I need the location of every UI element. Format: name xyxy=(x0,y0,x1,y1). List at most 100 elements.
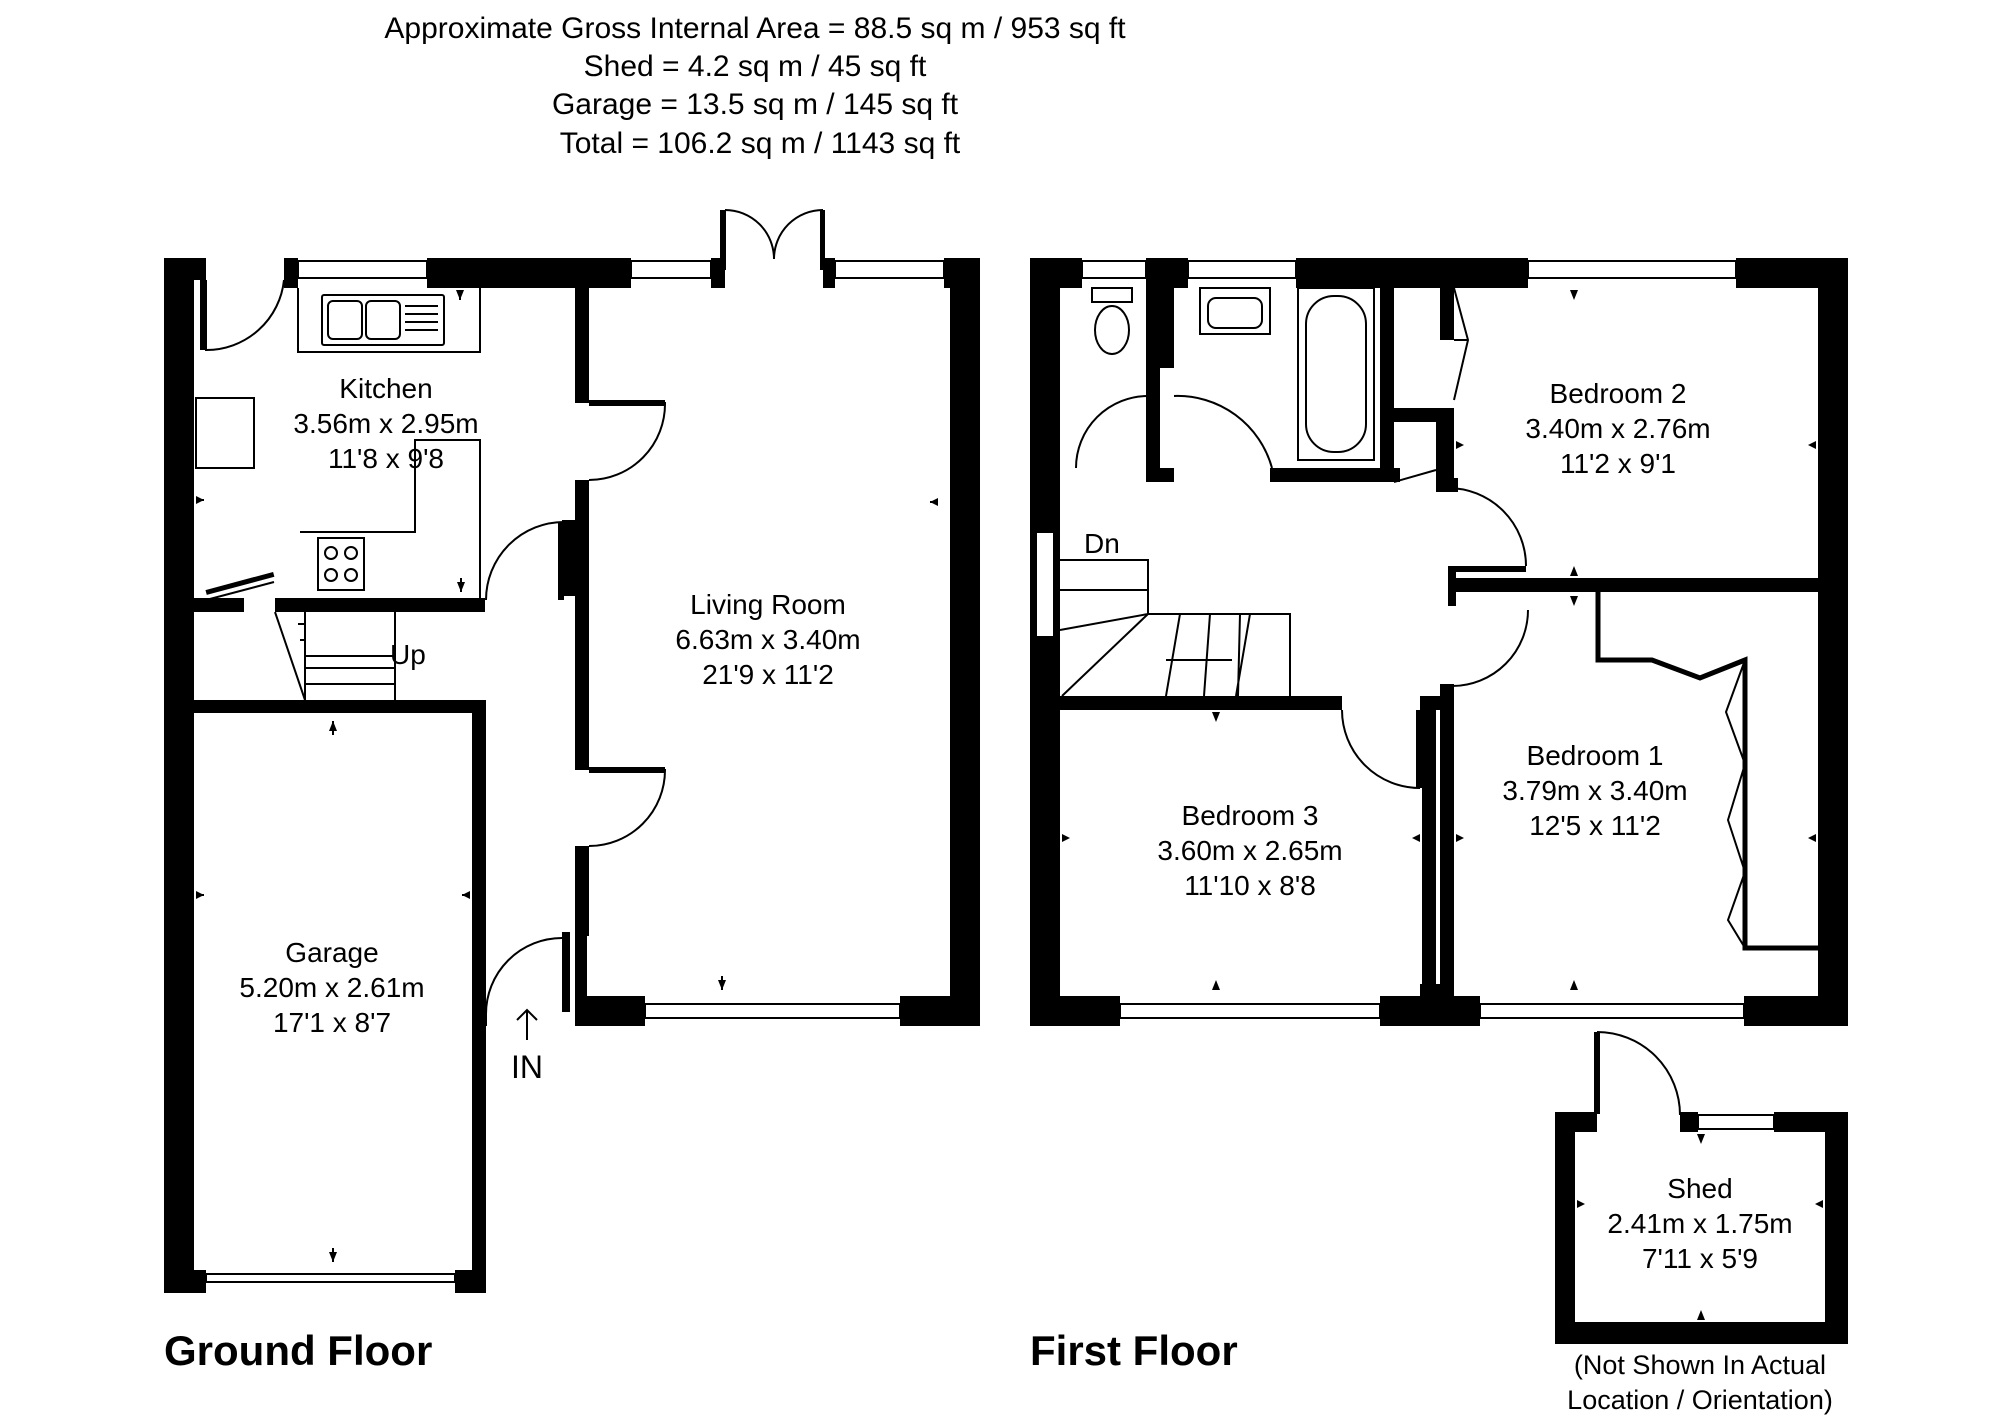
wall xyxy=(284,258,298,288)
window xyxy=(644,1003,901,1019)
wall xyxy=(1146,288,1160,468)
living-door xyxy=(588,402,667,481)
area-summary-total: Total = 106.2 sq m / 1143 sq ft xyxy=(560,127,961,160)
window xyxy=(1119,1003,1381,1019)
wall xyxy=(1440,288,1454,340)
wall xyxy=(575,846,589,936)
front-door xyxy=(485,937,563,1015)
bedroom1-metric: 3.79m x 3.40m xyxy=(1502,775,1687,806)
bedroom2-door xyxy=(1447,487,1527,567)
shed-door xyxy=(1596,1031,1681,1116)
entrance-arrow-icon xyxy=(516,1008,538,1040)
bedroom3-door xyxy=(1341,709,1421,789)
wall xyxy=(1296,258,1528,288)
door-leaf xyxy=(200,280,206,350)
wall xyxy=(1030,996,1120,1026)
dimension-markers xyxy=(196,290,938,1262)
window xyxy=(1479,1003,1745,1019)
window xyxy=(1035,531,1055,638)
living-room-imperial: 21'9 x 11'2 xyxy=(702,659,834,690)
bedroom3-name: Bedroom 3 xyxy=(1182,800,1319,831)
door-leaf xyxy=(1594,1032,1600,1114)
wall xyxy=(575,288,589,403)
wall xyxy=(1160,288,1174,368)
dimension-markers xyxy=(1577,1134,1823,1320)
door-leaf xyxy=(820,210,825,270)
garage-metric: 5.20m x 2.61m xyxy=(239,972,424,1003)
wall xyxy=(900,996,980,1026)
shed-name: Shed xyxy=(1667,1173,1732,1204)
wall xyxy=(275,598,485,612)
garage-imperial: 17'1 x 8'7 xyxy=(273,1007,391,1038)
wall xyxy=(823,258,835,288)
bathroom-door xyxy=(1173,394,1273,469)
wardrobe-doors xyxy=(1453,287,1470,401)
window xyxy=(1187,260,1297,279)
wall xyxy=(1146,258,1188,288)
wall xyxy=(562,520,576,596)
window xyxy=(297,260,428,279)
wall xyxy=(194,700,486,713)
wall xyxy=(575,936,587,1026)
wall xyxy=(1146,468,1174,482)
french-door xyxy=(724,209,824,270)
bedroom3-imperial: 11'10 x 8'8 xyxy=(1184,870,1316,901)
wall xyxy=(1454,578,1818,592)
wall xyxy=(1270,468,1400,482)
wc-door xyxy=(1075,395,1149,469)
garage-name: Garage xyxy=(285,937,378,968)
window xyxy=(1081,260,1147,279)
entrance-label: IN xyxy=(511,1049,543,1085)
stairs-down-label: Dn xyxy=(1084,528,1120,559)
wall xyxy=(1744,996,1848,1026)
ground-floor-plan: Kitchen 3.56m x 2.95m 11'8 x 9'8 Living … xyxy=(164,209,980,1374)
first-floor-plan: Bedroom 2 3.40m x 2.76m 11'2 x 9'1 Bedro… xyxy=(1030,258,1848,1374)
wall xyxy=(194,598,244,612)
sink-icon xyxy=(321,294,445,346)
staircase xyxy=(274,611,396,701)
bedroom2-metric: 3.40m x 2.76m xyxy=(1525,413,1710,444)
wall xyxy=(1555,1322,1848,1344)
door-leaf xyxy=(589,767,665,773)
shed-imperial: 7'11 x 5'9 xyxy=(1642,1243,1758,1274)
shed-metric: 2.41m x 1.75m xyxy=(1607,1208,1792,1239)
window xyxy=(1697,1114,1775,1130)
wall xyxy=(1030,258,1082,288)
kitchen-imperial: 11'8 x 9'8 xyxy=(328,443,444,474)
kitchen-door xyxy=(485,521,565,601)
wall xyxy=(1440,684,1454,996)
wall xyxy=(1825,1112,1848,1344)
window xyxy=(630,260,712,279)
window xyxy=(1527,260,1737,279)
wall xyxy=(1818,258,1848,1026)
shed-note: Location / Orientation) xyxy=(1567,1385,1833,1415)
wall xyxy=(1774,1112,1848,1132)
worktop xyxy=(297,288,481,353)
door-leaf xyxy=(562,932,570,1012)
area-summary: Approximate Gross Internal Area = 88.5 s… xyxy=(384,12,1126,160)
wall xyxy=(164,258,194,1293)
living-room-metric: 6.63m x 3.40m xyxy=(675,624,860,655)
cupboard-door xyxy=(1393,469,1437,483)
wall xyxy=(455,1270,486,1293)
wall xyxy=(1380,288,1394,482)
wall xyxy=(1680,1112,1698,1132)
bedroom2-imperial: 11'2 x 9'1 xyxy=(1560,448,1676,479)
bedroom1-door xyxy=(1451,609,1529,687)
toilet-icon xyxy=(1091,287,1133,355)
shed-note: (Not Shown In Actual xyxy=(1574,1350,1826,1380)
door-leaf xyxy=(720,210,725,270)
wardrobe-doors xyxy=(1651,659,1747,949)
living-door xyxy=(588,769,667,847)
door-leaf xyxy=(589,400,665,406)
door-leaf xyxy=(558,522,564,600)
area-summary-garage: Garage = 13.5 sq m / 145 sq ft xyxy=(552,88,959,121)
wall xyxy=(1448,566,1456,606)
kitchen-name: Kitchen xyxy=(339,373,432,404)
fridge xyxy=(195,397,255,469)
back-door xyxy=(205,279,285,352)
dimension-markers xyxy=(1062,290,1816,990)
wall xyxy=(575,480,589,770)
door-leaf xyxy=(1452,566,1526,572)
door-leaf xyxy=(205,571,275,595)
